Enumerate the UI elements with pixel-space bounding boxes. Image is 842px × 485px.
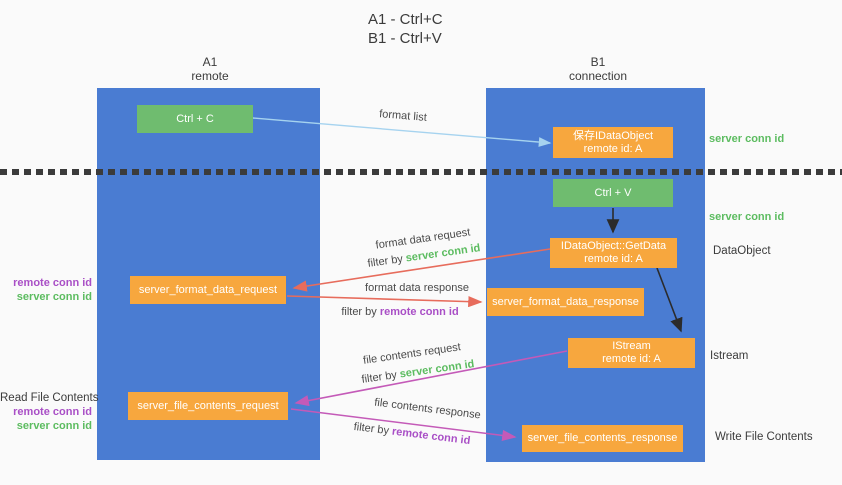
- annotation-server-conn-id-top: server conn id: [709, 133, 785, 145]
- node-server-file-contents-request: server_file_contents_request: [128, 392, 288, 420]
- filter-by-text: filter by: [360, 369, 398, 386]
- node-save-idataobject: 保存IDataObject remote id: A: [553, 127, 673, 158]
- remote-conn-id-text: remote conn id: [13, 406, 92, 418]
- node-istream: IStream remote id: A: [568, 338, 695, 368]
- server-conn-id-text: server conn id: [16, 291, 92, 303]
- node-format-response-label: server_format_data_response: [492, 295, 639, 308]
- label-filter-by-remote-conn-id-1: filter by remote conn id: [330, 306, 470, 318]
- filter-by-text: filter by: [366, 253, 404, 270]
- server-conn-id-text: server conn id: [16, 420, 92, 432]
- title-line-2: B1 - Ctrl+V: [368, 30, 442, 47]
- label-format-list: format list: [378, 108, 428, 124]
- node-server-format-data-response: server_format_data_response: [487, 288, 644, 316]
- lane-b1-name: B1: [590, 55, 606, 69]
- label-format-data-response: format data response: [365, 282, 469, 294]
- node-format-request-label: server_format_data_request: [138, 283, 278, 296]
- server-conn-id-text: server conn id: [398, 358, 476, 381]
- node-getdata-line1: IDataObject::GetData: [560, 240, 667, 252]
- label-filter-by-remote-conn-id-2: filter by remote conn id: [342, 420, 482, 449]
- lane-b1-sub: connection: [568, 69, 628, 83]
- label-file-contents-response: file contents response: [373, 396, 482, 422]
- title-line-1: A1 - Ctrl+C: [368, 11, 443, 28]
- lane-a1-name: A1: [202, 55, 218, 69]
- filter-by-text: filter by: [353, 420, 390, 438]
- node-save-idataobject-line1: 保存IDataObject: [572, 129, 654, 142]
- lane-header-a1: A1 remote: [150, 55, 270, 83]
- annotation-conn-ids-format: remote conn id server conn id: [0, 276, 92, 304]
- phase-divider-dotted-line: [0, 169, 842, 175]
- node-file-response-label: server_file_contents_response: [527, 432, 678, 444]
- node-ctrl-v-label: Ctrl + V: [594, 186, 632, 199]
- remote-conn-id-text: remote conn id: [13, 277, 92, 289]
- remote-conn-id-text: remote conn id: [379, 306, 459, 318]
- annotation-dataobject: DataObject: [713, 245, 771, 257]
- node-idataobject-getdata: IDataObject::GetData remote id: A: [550, 238, 677, 268]
- annotation-read-file-contents: Read File Contents remote conn id server…: [0, 391, 99, 433]
- node-ctrl-c: Ctrl + C: [137, 105, 253, 133]
- filter-by-text: filter by: [341, 306, 377, 318]
- diagram-title: A1 - Ctrl+C B1 - Ctrl+V: [368, 10, 443, 48]
- node-ctrl-c-label: Ctrl + C: [176, 112, 214, 125]
- annotation-server-conn-id-mid: server conn id: [709, 211, 785, 223]
- remote-conn-id-text: remote conn id: [391, 425, 471, 448]
- node-server-format-data-request: server_format_data_request: [130, 276, 286, 304]
- node-istream-line1: IStream: [612, 340, 651, 352]
- node-istream-line2: remote id: A: [602, 353, 661, 365]
- node-getdata-line2: remote id: A: [584, 253, 643, 265]
- lane-header-b1: B1 connection: [538, 55, 658, 83]
- node-server-file-contents-response: server_file_contents_response: [522, 425, 683, 452]
- annotation-write-file-contents: Write File Contents: [715, 431, 813, 443]
- read-file-contents-text: Read File Contents: [0, 392, 99, 404]
- node-file-request-label: server_file_contents_request: [137, 399, 279, 412]
- node-ctrl-v: Ctrl + V: [553, 179, 673, 207]
- annotation-istream: Istream: [710, 350, 749, 362]
- lane-a1-sub: remote: [191, 69, 229, 83]
- node-save-idataobject-line2: remote id: A: [583, 142, 643, 155]
